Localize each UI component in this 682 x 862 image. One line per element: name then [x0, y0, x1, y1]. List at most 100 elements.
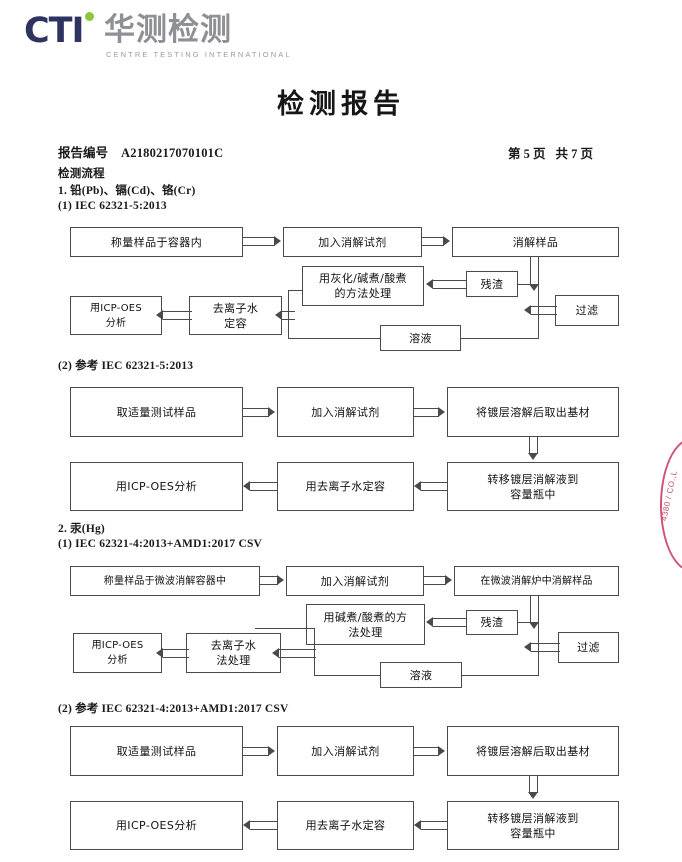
flow2-box-di-water: 用去离子水定容 [277, 462, 414, 511]
flow3-box-residue: 残渣 [466, 610, 518, 635]
flow3-arrow-1 [260, 575, 286, 586]
report-number-label: 报告编号 [58, 146, 109, 160]
page-current: 第 5 页 [508, 147, 546, 161]
flow2-box-transfer-line1: 转移镀层消解液到 [487, 472, 579, 486]
flow3-arrow-trunk-to-di [272, 648, 316, 659]
flow3-arrow-filter-left [524, 642, 560, 653]
flow1-arrow-down-to-filter [529, 257, 540, 294]
flow2-box-dissolve-coating: 将镀层溶解后取出基材 [447, 387, 619, 437]
logo-chinese-name: 华测检测 [104, 12, 232, 48]
logo-mark-text: CTI [24, 11, 85, 51]
flow4-box-transfer-to-flask: 转移镀层消解液到 容量瓶中 [447, 801, 619, 850]
flow4-box-dissolve-coating: 将镀层溶解后取出基材 [447, 726, 619, 776]
flow1-line-treat-to-trunk [288, 290, 303, 291]
heading-section-2-method-2: (2) 参考 IEC 62321-4:2013+AMD1:2017 CSV [58, 703, 289, 715]
flow1-box-di-line1: 去离子水 [212, 301, 259, 315]
flow4-box-add-reagent: 加入消解试剂 [277, 726, 414, 776]
flow1-arrow-residue-to-treat [426, 279, 467, 290]
flow1-line-filter-branch [538, 284, 539, 338]
flow3-box-solution: 溶液 [380, 662, 462, 688]
flow3-box-filter: 过滤 [558, 632, 619, 663]
flow1-box-residue: 残渣 [466, 271, 518, 297]
flow4-arrow-down [528, 776, 539, 801]
flow4-box-icp-oes: 用ICP-OES分析 [70, 801, 243, 850]
flow3-box-alkali-acid-treat: 用碱煮/酸煮的方 法处理 [306, 604, 425, 645]
flow1-box-ash-line2: 的方法处理 [334, 287, 392, 300]
flow4-box-transfer-line1: 转移镀层消解液到 [487, 811, 579, 825]
flow1-box-add-reagent: 加入消解试剂 [283, 227, 422, 257]
flow2-arrow-4 [243, 481, 277, 492]
flow1-line-to-solution [461, 338, 539, 339]
flow3-arrow-down-to-filter [529, 596, 540, 632]
flow3-line-left-trunk [314, 628, 315, 675]
flow4-arrow-2 [414, 746, 447, 757]
flow1-box-icp-line2: 分析 [105, 317, 127, 329]
logo-english-name: CENTRE TESTING INTERNATIONAL [106, 50, 292, 59]
page-indicator: 第 5 页共 7 页 [508, 143, 593, 162]
flow2-box-transfer-line2: 容量瓶中 [510, 487, 556, 501]
flow1-box-filter: 过滤 [555, 295, 619, 326]
heading-process: 检测流程 [58, 168, 105, 180]
flow1-box-icp-oes: 用ICP-OES 分析 [70, 296, 162, 335]
flow3-box-icp-line2: 分析 [107, 655, 128, 666]
heading-section-1-method-1: (1) IEC 62321-5:2013 [58, 200, 167, 212]
flow1-box-di-line2: 定容 [224, 316, 247, 330]
flow1-box-weigh-sample: 称量样品于容器内 [70, 227, 243, 257]
heading-section-1: 1. 铅(Pb)、镉(Cd)、铬(Cr) [58, 185, 196, 197]
flow3-arrow-residue-to-treat [426, 617, 467, 628]
flow1-box-ash-alkali-acid: 用灰化/碱煮/酸煮 的方法处理 [302, 266, 424, 306]
flow4-box-di-water: 用去离子水定容 [277, 801, 414, 850]
flow2-box-icp-oes: 用ICP-OES分析 [70, 462, 243, 511]
report-number-value: A2180217070101C [121, 146, 224, 160]
flow2-arrow-1 [243, 407, 277, 418]
flow1-box-deionized-water: 去离子水 定容 [189, 296, 282, 335]
flow1-arrow-1 [243, 236, 283, 247]
flow2-box-transfer-to-flask: 转移镀层消解液到 容量瓶中 [447, 462, 619, 511]
flow1-arrow-2 [422, 236, 452, 247]
flow2-box-take-sample: 取适量测试样品 [70, 387, 243, 437]
flow3-line-solution-trunk [314, 675, 381, 676]
flow1-box-digest-sample: 消解样品 [452, 227, 619, 257]
flow3-box-treat-line1: 用碱煮/酸煮的方 [323, 610, 408, 624]
flow1-line-to-residue [518, 284, 539, 285]
flow3-box-diw-line2: 法处理 [216, 654, 251, 667]
flow3-arrow-di-to-icp [156, 648, 189, 659]
flow4-arrow-1 [243, 746, 277, 757]
page-title: 检测报告 [277, 89, 405, 120]
flow1-box-icp-line1: 用ICP-OES [90, 302, 142, 314]
flow3-box-add-reagent: 加入消解试剂 [286, 566, 424, 596]
flow3-box-treat-line2: 法处理 [348, 625, 383, 639]
report-number: 报告编号 A2180217070101C [58, 142, 223, 161]
flow3-line-trunk-top [255, 628, 315, 629]
flow1-arrow-di-to-icp [156, 310, 192, 321]
flow3-arrow-2 [424, 575, 454, 586]
flow3-line-to-solution [462, 675, 539, 676]
flow1-line-solution-to-trunk [288, 338, 381, 339]
flow3-line-filter-branch [538, 622, 539, 676]
flow1-box-solution: 溶液 [380, 325, 461, 351]
flow1-arrow-filter-left [524, 305, 557, 316]
flow2-arrow-down [528, 437, 539, 462]
flow4-box-take-sample: 取适量测试样品 [70, 726, 243, 776]
heading-section-2: 2. 汞(Hg) [58, 523, 105, 535]
flow3-line-to-residue [518, 622, 539, 623]
heading-section-1-method-2: (2) 参考 IEC 62321-5:2013 [58, 360, 194, 372]
flow1-box-ash-line1: 用灰化/碱煮/酸煮 [318, 272, 407, 285]
flow3-box-di-water-treat: 去离子水 法处理 [186, 633, 281, 673]
flow4-arrow-4 [243, 820, 277, 831]
logo-green-dot-icon [85, 12, 94, 21]
flow3-box-icp-line1: 用ICP-OES [91, 640, 144, 651]
cti-logo: CTI 华测检测 CENTRE TESTING INTERNATIONAL [24, 11, 290, 60]
flow2-box-add-reagent: 加入消解试剂 [277, 387, 414, 437]
flow2-arrow-3 [414, 481, 447, 492]
flow3-box-icp-oes: 用ICP-OES 分析 [73, 633, 162, 673]
flow4-box-transfer-line2: 容量瓶中 [510, 826, 556, 840]
flow3-box-microwave-digest: 在微波消解炉中消解样品 [454, 566, 619, 596]
flow4-arrow-3 [414, 820, 447, 831]
page-total: 共 7 页 [555, 147, 594, 161]
